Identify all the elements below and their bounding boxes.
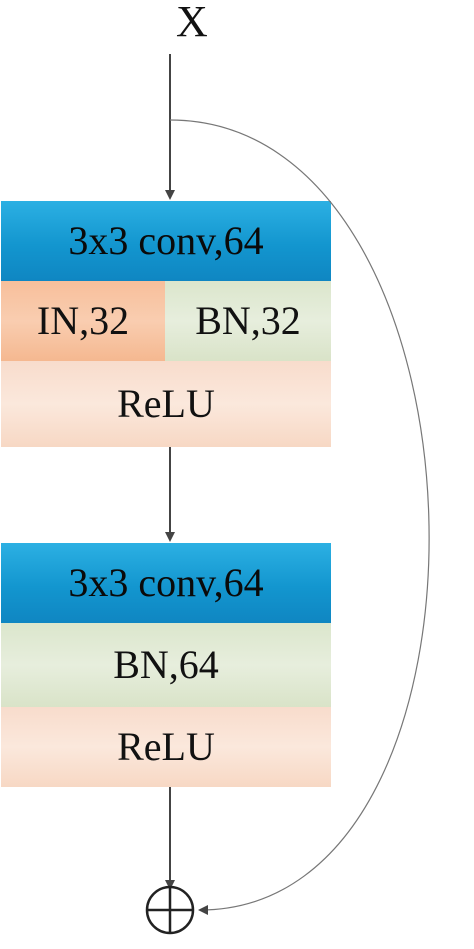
conv-layer-1: 3x3 conv,64 xyxy=(1,201,331,281)
skip-connection xyxy=(169,119,430,915)
relu-layer-2-label: ReLU xyxy=(117,724,215,769)
in-layer-label: IN,32 xyxy=(36,298,130,343)
input-label: X xyxy=(176,0,208,46)
conv-layer-1-label: 3x3 conv,64 xyxy=(68,218,264,263)
plus-circle-icon xyxy=(145,885,195,935)
residual-block-1: 3x3 conv,64 IN,32 BN,32 ReLU xyxy=(1,201,331,447)
relu-layer-1: ReLU xyxy=(1,361,331,447)
relu-layer-2: ReLU xyxy=(1,707,331,787)
in-layer: IN,32 xyxy=(1,281,165,361)
norm-layer-1: IN,32 BN,32 xyxy=(1,281,331,361)
residual-block-2: 3x3 conv,64 BN,64 ReLU xyxy=(1,543,331,787)
conv-layer-2-label: 3x3 conv,64 xyxy=(68,560,264,605)
relu-layer-1-label: ReLU xyxy=(117,381,215,426)
conv-layer-2: 3x3 conv,64 xyxy=(1,543,331,623)
bn-layer-2: BN,64 xyxy=(1,623,331,707)
bn-layer-2-label: BN,64 xyxy=(113,642,219,687)
bn-layer-1-label: BN,32 xyxy=(195,298,301,343)
bn-layer-1: BN,32 xyxy=(165,281,331,361)
